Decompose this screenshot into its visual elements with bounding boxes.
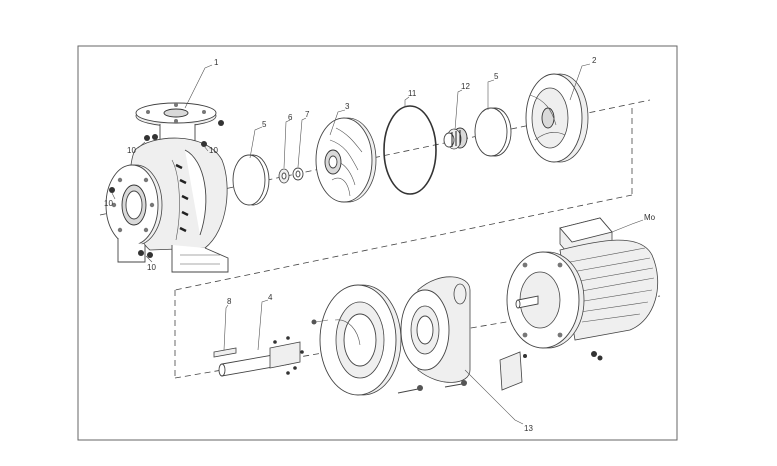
motor-part	[506, 217, 659, 361]
o-ring-part	[383, 105, 437, 195]
key-part	[213, 347, 237, 358]
wear-ring-right-part	[474, 107, 512, 157]
wear-ring-left-part	[232, 154, 270, 206]
label-lantern: 13	[524, 424, 533, 433]
leader-lines	[111, 63, 644, 425]
washer-part	[278, 168, 290, 184]
back-plate-part	[319, 284, 402, 396]
label-impeller: 3	[345, 102, 350, 111]
label-bolt-top-right: 10	[209, 146, 218, 155]
label-washer: 6	[288, 113, 293, 122]
bracket-screws	[311, 319, 467, 394]
label-shaft: 4	[268, 293, 273, 302]
mech-seal-part	[443, 127, 468, 150]
label-casing: 1	[214, 58, 219, 67]
label-bolt-mid-left: 10	[104, 199, 113, 208]
lantern-part	[400, 276, 471, 383]
label-bolt-bottom: 10	[147, 263, 156, 272]
label-wear-ring-right: 5	[494, 72, 499, 81]
label-o-ring: 11	[408, 89, 417, 98]
diagram-frame	[77, 45, 678, 441]
label-nut: 7	[305, 110, 310, 119]
label-mech-seal: 12	[461, 82, 470, 91]
casing-bolts	[109, 120, 224, 258]
label-motor: Mo	[644, 213, 656, 222]
label-cover: 2	[592, 56, 597, 65]
pump-casing	[105, 102, 229, 273]
impeller-part	[315, 117, 377, 203]
label-key: 8	[227, 297, 232, 306]
casing-cover-part	[525, 73, 589, 163]
guard-plate-part	[499, 351, 527, 391]
nut-part	[292, 167, 304, 181]
shaft-part	[218, 336, 304, 377]
label-bolt-top-left: 10	[127, 146, 136, 155]
label-wear-ring-left: 5	[262, 120, 267, 129]
